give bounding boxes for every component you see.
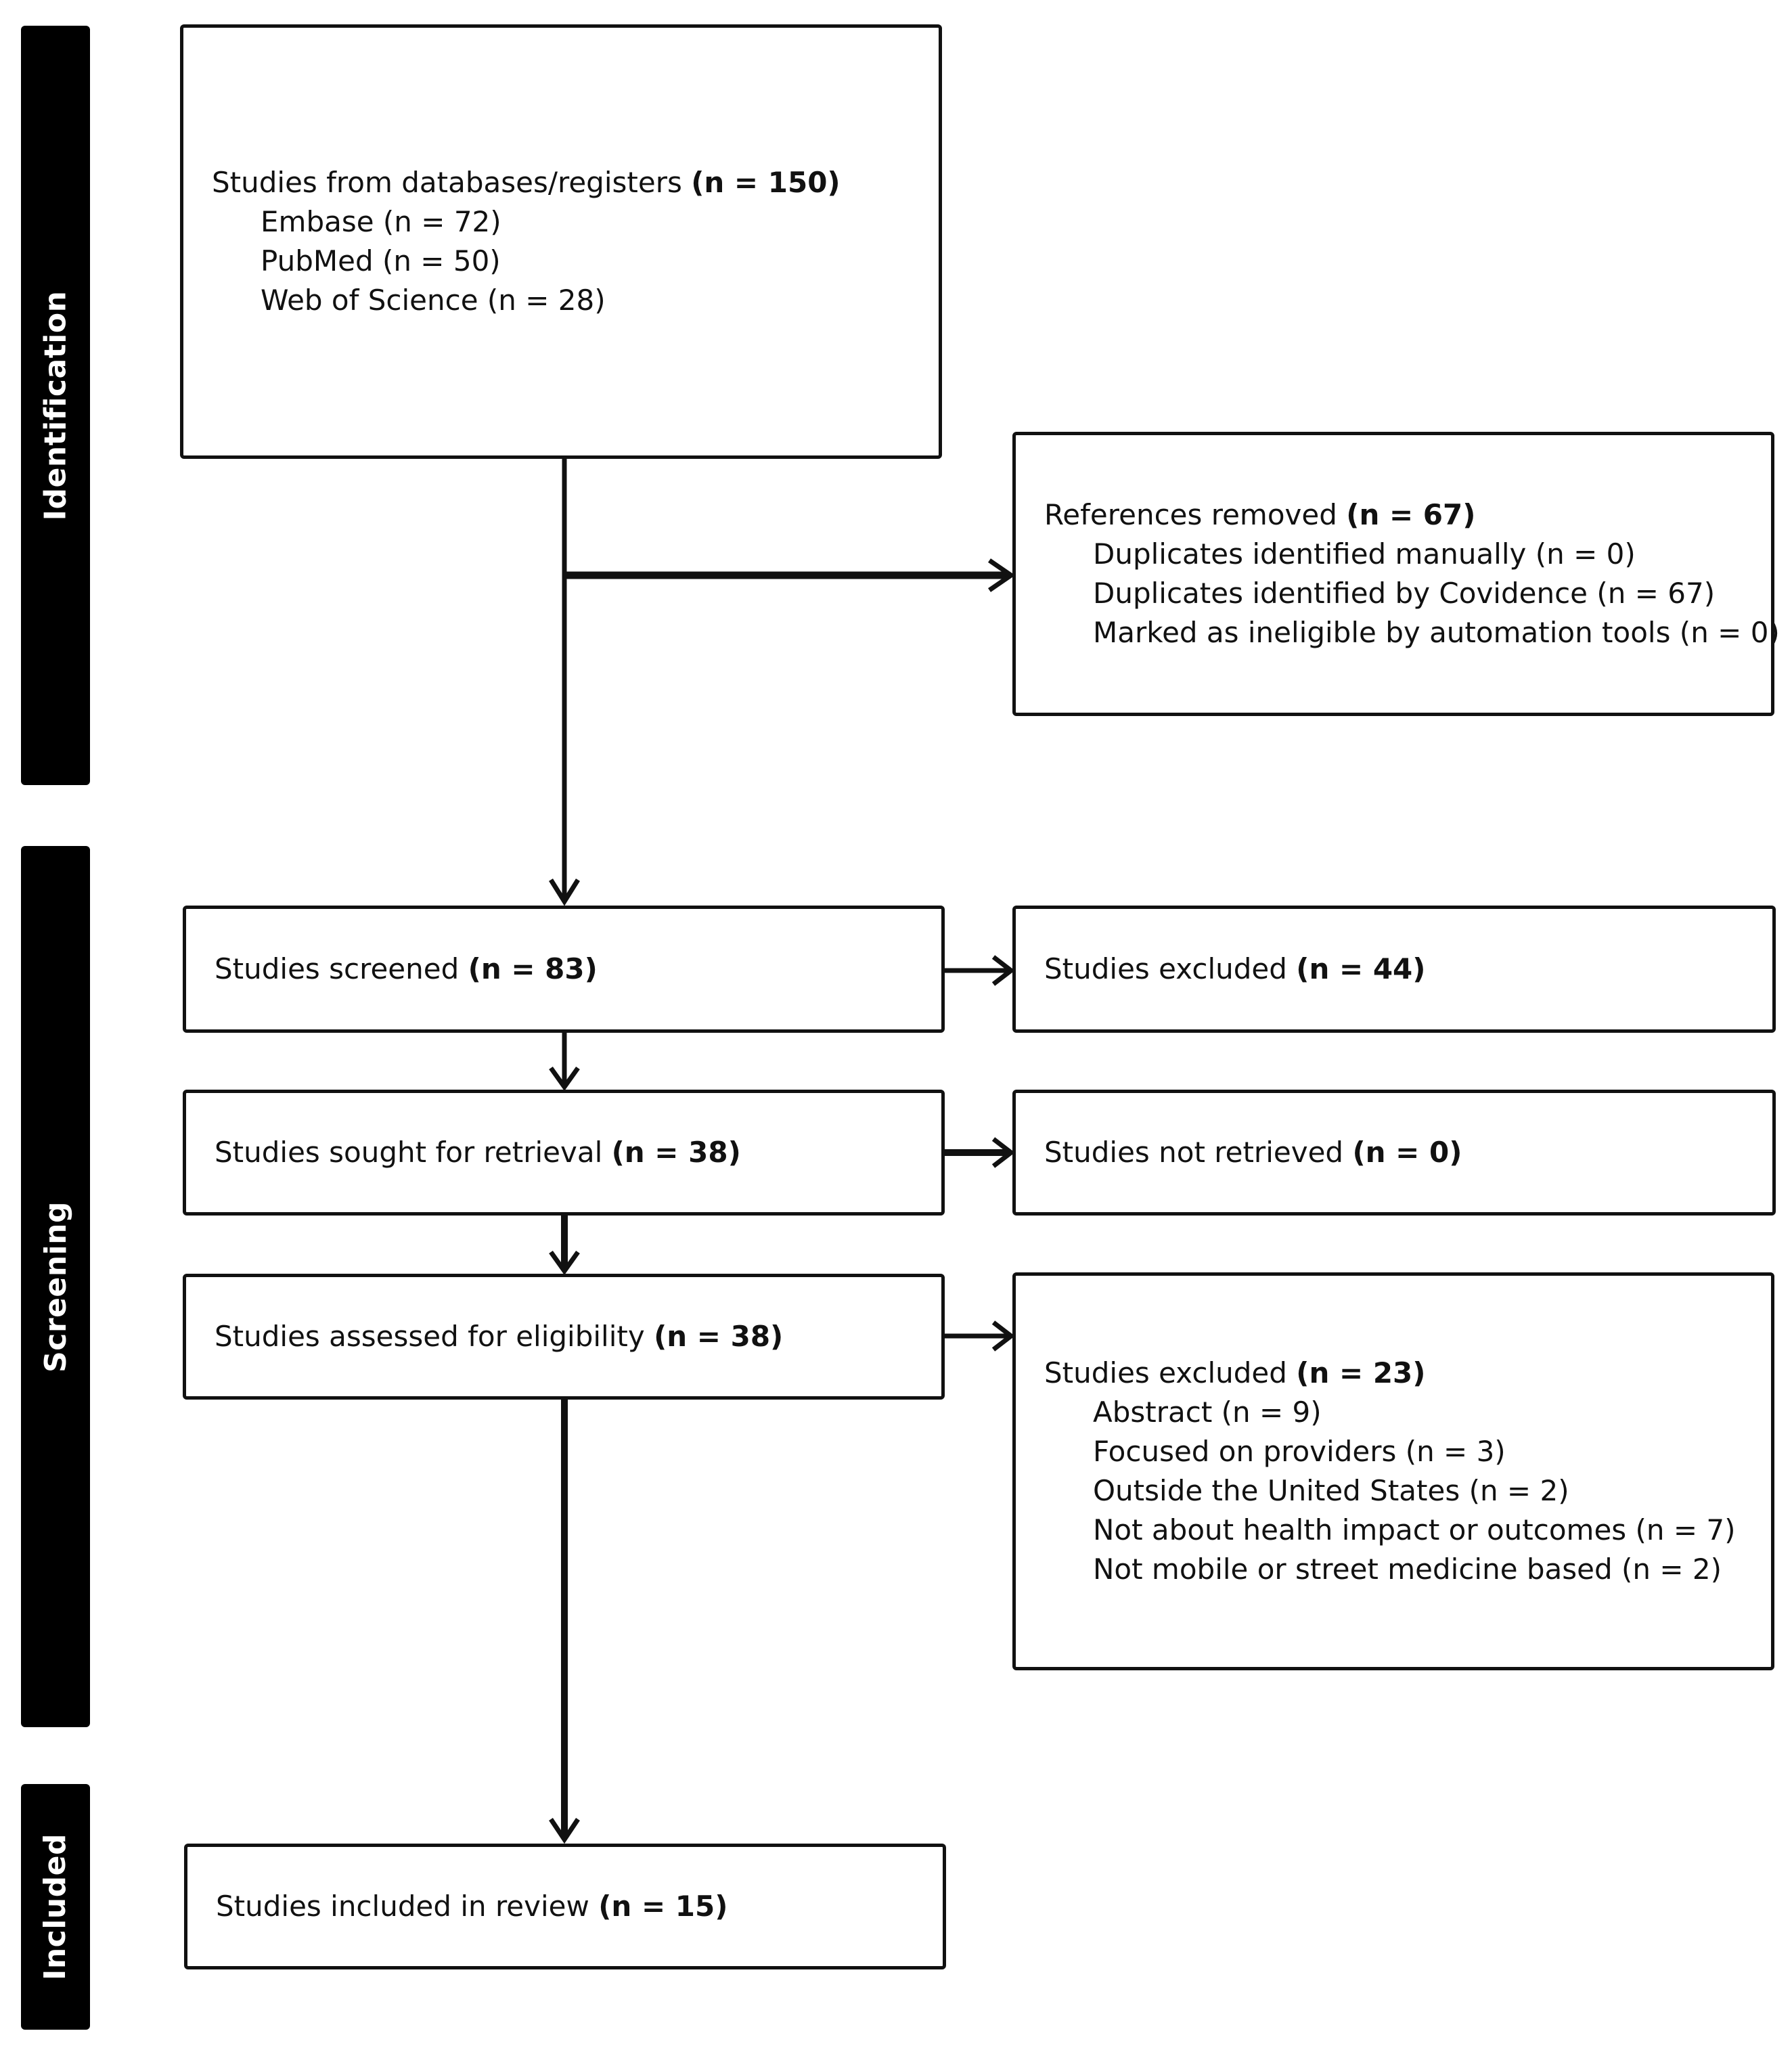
- excluded-reason: Not about health impact or outcomes (n =…: [1093, 1513, 1736, 1546]
- sought-text: Studies sought for retrieval (n = 38): [215, 1133, 941, 1172]
- screened-label: Studies screened: [215, 952, 460, 985]
- box-screened: Studies screened (n = 83): [183, 906, 945, 1033]
- removed-count: (n = 67): [1346, 498, 1476, 531]
- not-retrieved-text: Studies not retrieved (n = 0): [1044, 1133, 1772, 1172]
- excluded-screen-text: Studies excluded (n = 44): [1044, 950, 1772, 989]
- identified-item: PubMed (n = 50): [261, 244, 501, 277]
- box-assessed: Studies assessed for eligibility (n = 38…: [183, 1274, 945, 1400]
- arrowhead-not-retrieved: [991, 1137, 1015, 1168]
- box-references-removed: References removed (n = 67) Duplicates i…: [1012, 432, 1780, 716]
- phase-included: Included: [21, 1784, 90, 2030]
- excluded-reason: Focused on providers (n = 3): [1093, 1435, 1506, 1468]
- identified-item: Web of Science (n = 28): [261, 284, 606, 317]
- identified-label: Studies from databases/registers: [212, 166, 682, 199]
- arrowhead-excluded-full: [991, 1320, 1015, 1352]
- removed-item: Duplicates identified by Covidence (n = …: [1093, 577, 1716, 610]
- screened-count: (n = 83): [468, 952, 598, 985]
- arrowhead-screened: [549, 878, 580, 906]
- identified-count: (n = 150): [691, 166, 841, 199]
- arrowhead-excluded-screen: [991, 955, 1015, 986]
- not-retrieved-count: (n = 0): [1352, 1136, 1462, 1169]
- assessed-text: Studies assessed for eligibility (n = 38…: [215, 1317, 941, 1356]
- included-label: Studies included in review: [216, 1890, 589, 1923]
- excluded-reason: Not mobile or street medicine based (n =…: [1093, 1553, 1722, 1586]
- removed-label: References removed: [1044, 498, 1337, 531]
- arrowhead-included: [549, 1818, 580, 1844]
- sought-label: Studies sought for retrieval: [215, 1136, 603, 1169]
- excluded-screen-count: (n = 44): [1296, 952, 1426, 985]
- identified-heading: Studies from databases/registers (n = 15…: [212, 163, 939, 202]
- box-sought: Studies sought for retrieval (n = 38): [183, 1090, 945, 1216]
- sought-count: (n = 38): [611, 1136, 741, 1169]
- removed-item: Duplicates identified manually (n = 0): [1093, 537, 1636, 571]
- assessed-count: (n = 38): [654, 1320, 784, 1353]
- box-not-retrieved: Studies not retrieved (n = 0): [1012, 1090, 1776, 1216]
- excluded-full-label: Studies excluded: [1044, 1356, 1287, 1389]
- excluded-reason: Abstract (n = 9): [1093, 1396, 1322, 1429]
- arrowhead-sought: [549, 1066, 580, 1092]
- screened-text: Studies screened (n = 83): [215, 950, 941, 989]
- box-excluded-eligibility: Studies excluded (n = 23) Abstract (n = …: [1012, 1272, 1774, 1670]
- removed-item: Marked as ineligible by automation tools…: [1093, 616, 1780, 649]
- arrowhead-assessed: [549, 1250, 580, 1276]
- not-retrieved-label: Studies not retrieved: [1044, 1136, 1344, 1169]
- included-count: (n = 15): [598, 1890, 728, 1923]
- excluded-full-count: (n = 23): [1296, 1356, 1426, 1389]
- identified-item: Embase (n = 72): [261, 205, 501, 238]
- box-excluded-screening: Studies excluded (n = 44): [1012, 906, 1776, 1033]
- excluded-screen-label: Studies excluded: [1044, 952, 1287, 985]
- box-identified: Studies from databases/registers (n = 15…: [180, 24, 942, 459]
- phase-identification: Identification: [21, 26, 90, 785]
- assessed-label: Studies assessed for eligibility: [215, 1320, 645, 1353]
- excluded-full-heading: Studies excluded (n = 23): [1044, 1354, 1771, 1393]
- included-text: Studies included in review (n = 15): [216, 1887, 943, 1926]
- box-included: Studies included in review (n = 15): [184, 1844, 946, 1969]
- phase-screening: Screening: [21, 846, 90, 1727]
- arrowhead-removed: [988, 558, 1016, 592]
- excluded-reason: Outside the United States (n = 2): [1093, 1474, 1569, 1507]
- removed-heading: References removed (n = 67): [1044, 495, 1771, 535]
